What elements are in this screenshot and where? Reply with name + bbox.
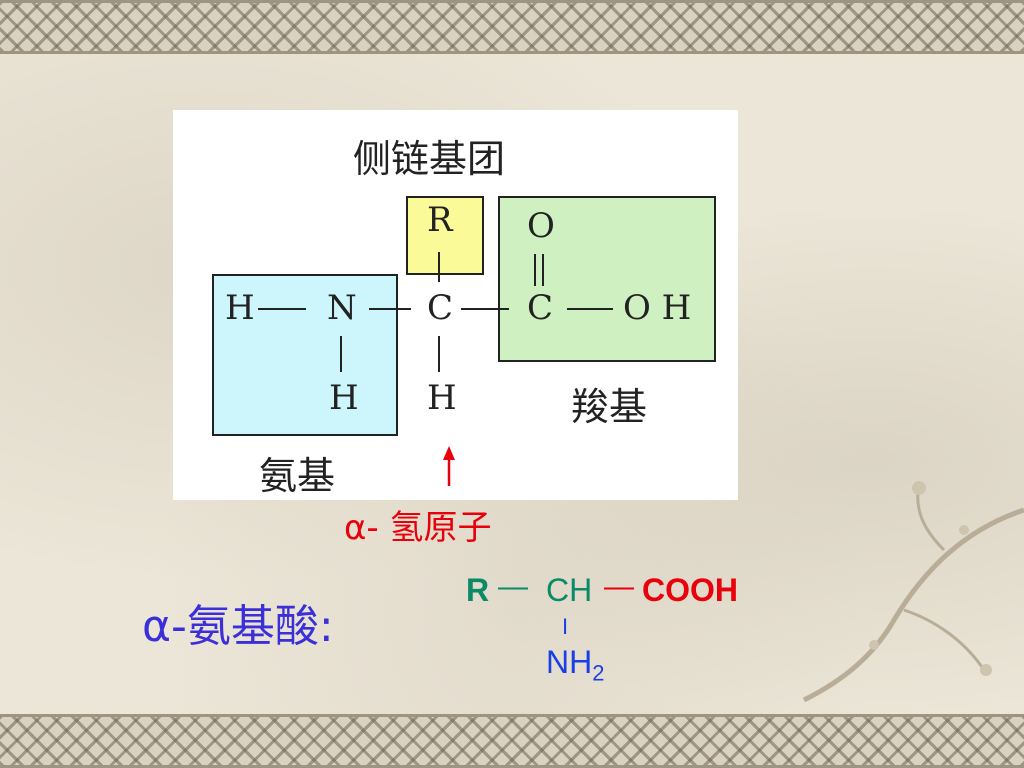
side-chain-title: 侧链基团: [353, 137, 506, 181]
alpha-hydrogen-label: α- 氢原子: [344, 508, 492, 548]
atom-c-alpha: C: [427, 288, 454, 328]
alpha-h-arrow-head: [443, 446, 455, 460]
structure-graphics: [212, 196, 716, 486]
formula-bond-2: —: [604, 570, 634, 603]
atom-h-below-c: H: [427, 378, 457, 418]
plum-branch-decoration: [802, 481, 1024, 703]
atom-h-below-n: H: [329, 378, 359, 418]
atom-oh: O H: [623, 288, 692, 328]
atom-c-carboxyl: C: [527, 288, 554, 328]
formula-nh: NH: [546, 644, 593, 680]
top-decorative-border: [0, 0, 1024, 54]
formula-subscript-2: 2: [592, 660, 605, 686]
atom-n: N: [327, 288, 357, 328]
atom-h-left: H: [225, 288, 255, 328]
atom-r: R: [427, 200, 453, 240]
atom-o-top: O: [527, 206, 555, 246]
formula-cooh: COOH: [642, 572, 738, 608]
formula-bond-1: —: [498, 570, 528, 603]
bottom-decorative-border: [0, 714, 1024, 768]
formula-vertical-bond: I: [562, 614, 569, 639]
amino-acid-label: α-氨基酸:: [142, 601, 334, 652]
amino-acid-structure-diagram: 侧链基团 R O H N C C O H H H 羧基 氨基: [173, 110, 738, 500]
amino-group-box: [212, 274, 398, 436]
carboxyl-label: 羧基: [571, 385, 648, 429]
formula-r: R: [466, 572, 490, 608]
side-chain-box: [406, 196, 484, 275]
formula-ch: CH: [546, 572, 593, 608]
formula-nh2: NH2: [546, 644, 604, 686]
amino-label: 氨基: [259, 454, 336, 498]
